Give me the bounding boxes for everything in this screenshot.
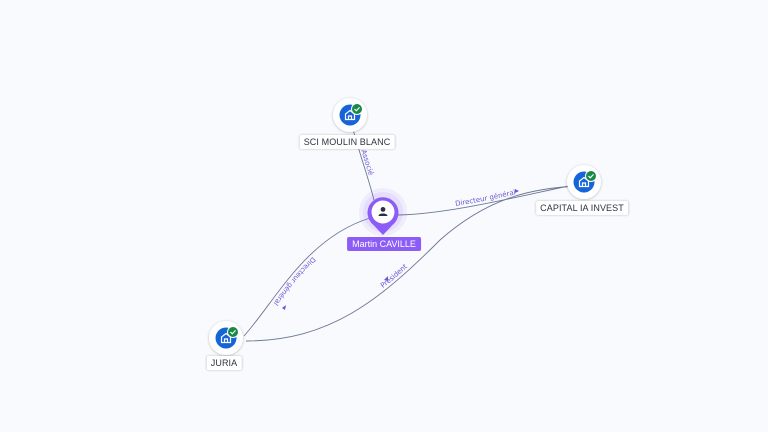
edge-label-directeur-general-capitalia: Directeur général bbox=[455, 188, 517, 208]
edge-label-directeur-general-juria: Directeur général bbox=[272, 255, 317, 307]
edge-arrow bbox=[515, 189, 519, 193]
edge-arrow bbox=[384, 276, 388, 281]
svg-text:Associé: Associé bbox=[359, 149, 375, 177]
verified-check-icon bbox=[227, 326, 239, 338]
company-label-capital-ia-invest[interactable]: CAPITAL IA INVEST bbox=[536, 201, 628, 215]
svg-text:Président: Président bbox=[379, 262, 409, 289]
person-label[interactable]: Martin CAVILLE bbox=[347, 237, 421, 251]
company-label-juria[interactable]: JURIA bbox=[206, 356, 242, 370]
company-node-sci-moulin-blanc[interactable] bbox=[333, 98, 367, 132]
company-label-sci-moulin-blanc[interactable]: SCI MOULIN BLANC bbox=[299, 135, 395, 149]
edge-label-associe: Associé bbox=[359, 149, 375, 177]
person-node[interactable] bbox=[359, 188, 407, 236]
edge-directeur-general-juria[interactable]: Directeur général bbox=[243, 217, 371, 337]
edge-label-president: Président bbox=[379, 262, 409, 289]
verified-check-icon bbox=[585, 170, 597, 182]
company-node-capital-ia-invest[interactable] bbox=[567, 165, 601, 199]
verified-check-icon bbox=[351, 103, 363, 115]
svg-text:Directeur général: Directeur général bbox=[455, 188, 517, 208]
company-node-juria[interactable] bbox=[209, 321, 243, 355]
edge-president[interactable]: Président bbox=[245, 185, 579, 342]
svg-text:Directeur général: Directeur général bbox=[272, 255, 317, 307]
edge-arrow bbox=[282, 305, 286, 310]
person-icon bbox=[378, 207, 388, 216]
